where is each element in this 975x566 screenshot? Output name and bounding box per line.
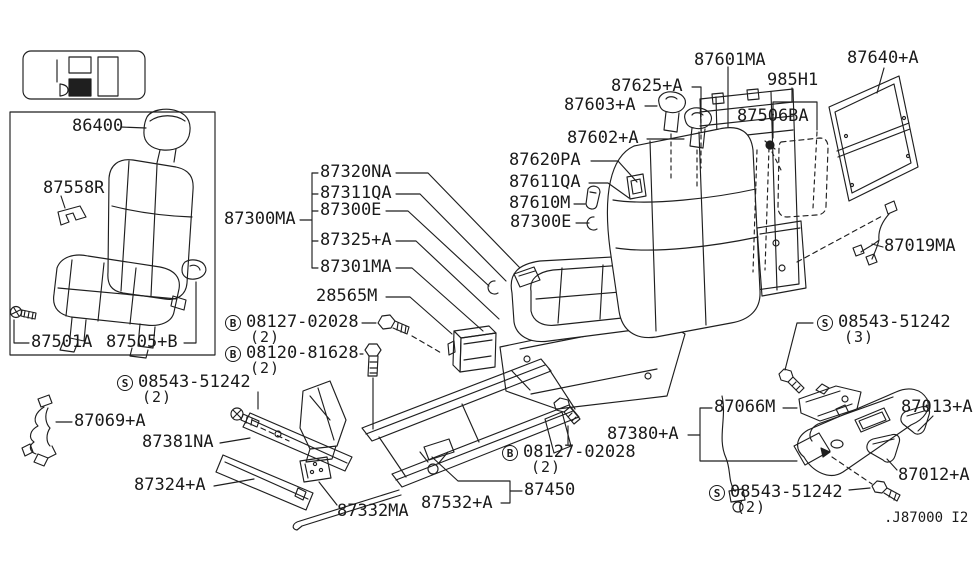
recline-knob-icon — [573, 160, 638, 231]
fastener-qty: (2) — [736, 498, 767, 516]
seat-slide-drawing — [213, 412, 353, 511]
part-label-87069A: 87069+A — [74, 411, 146, 431]
fastener-qty: (2) — [250, 359, 281, 377]
part-label-86400: 86400 — [72, 116, 124, 136]
fastener-qty: (2) — [250, 328, 281, 346]
part-label-87611QA: 87611QA — [509, 172, 581, 192]
part-label-28565M: 28565M — [316, 286, 378, 306]
part-label-87311QA: 87311QA — [320, 183, 392, 203]
wire-harness-icon — [21, 394, 73, 467]
screw-icon — [778, 322, 814, 394]
part-label-87320NA: 87320NA — [320, 162, 392, 182]
part-label-87625A: 87625+A — [611, 76, 683, 96]
part-label-87610M: 87610M — [509, 193, 571, 213]
complete-seat-box-drawing — [9, 108, 216, 359]
fastener-qty: (3) — [844, 328, 875, 346]
fastener-label-08543-seat: 08543-51242 — [138, 372, 251, 392]
control-unit-icon — [447, 325, 497, 373]
part-label-87325A: 87325+A — [320, 230, 392, 250]
fastener-qty: (2) — [142, 388, 173, 406]
part-label-87506BA: 87506BA — [737, 106, 809, 126]
bolt-prefix-icon: B — [225, 346, 241, 362]
vehicle-position-inset — [22, 50, 146, 100]
screw-prefix-icon: S — [709, 485, 725, 501]
bolt-icon — [361, 314, 444, 355]
part-label-87601MA: 87601MA — [694, 50, 766, 70]
fastener-label-08120: 08120-81628 — [246, 343, 359, 363]
seat-back-board-drawing — [828, 67, 919, 202]
bolt-prefix-icon: B — [225, 315, 241, 331]
part-label-87381NA: 87381NA — [142, 432, 214, 452]
headrest-holder-icon — [644, 86, 713, 191]
part-label-87620PA: 87620PA — [509, 150, 581, 170]
part-label-87603A: 87603+A — [564, 95, 636, 115]
part-label-87013A: 87013+A — [901, 397, 973, 417]
bolt-prefix-icon: B — [502, 445, 518, 461]
part-label-87501A: 87501A — [31, 332, 93, 352]
part-label-87324A: 87324+A — [134, 475, 206, 495]
screw-prefix-icon: S — [117, 375, 133, 391]
bolt-icon — [553, 397, 581, 445]
fastener-label-08127-frame: 08127-02028 — [523, 442, 636, 462]
part-label-87558R: 87558R — [43, 178, 105, 198]
part-label-87300MA: 87300MA — [224, 209, 296, 229]
part-label-87300E-seat: 87300E — [320, 200, 382, 220]
fastener-label-08543-shield: 08543-51242 — [730, 482, 843, 502]
fastener-label-08543-back: 08543-51242 — [838, 312, 951, 332]
wire-harness-icon — [796, 200, 898, 266]
fastener-qty: (2) — [531, 458, 562, 476]
part-label-87640A: 87640+A — [847, 48, 919, 68]
part-label-87380A: 87380+A — [607, 424, 679, 444]
leader-lines-center — [299, 172, 522, 335]
part-label-87019MA: 87019MA — [884, 236, 956, 256]
screw-icon — [848, 480, 901, 502]
part-label-87450: 87450 — [524, 480, 576, 500]
part-label-87066M: 87066M — [714, 397, 776, 417]
diagram-code: .J87000 I2 — [884, 510, 969, 526]
part-label-87012A: 87012+A — [898, 465, 970, 485]
part-label-87505B: 87505+B — [106, 332, 178, 352]
part-label-985H1: 985H1 — [767, 70, 819, 90]
part-label-87602A: 87602+A — [567, 128, 639, 148]
screw-prefix-icon: S — [817, 315, 833, 331]
bolt-icon — [359, 343, 382, 430]
screw-icon — [230, 391, 290, 442]
part-label-87300E-back: 87300E — [510, 212, 572, 232]
seat-back-drawing — [606, 127, 761, 513]
fastener-label-08127-seat: 08127-02028 — [246, 312, 359, 332]
part-label-87301MA: 87301MA — [320, 257, 392, 277]
part-label-87332MA: 87332MA — [337, 501, 409, 521]
part-label-87532A: 87532+A — [421, 493, 493, 513]
seat-frame-drawing — [292, 358, 580, 531]
side-shield-drawing — [687, 388, 929, 485]
switch-knob-icon — [866, 405, 934, 471]
lumbar-support-drawing — [752, 87, 829, 273]
